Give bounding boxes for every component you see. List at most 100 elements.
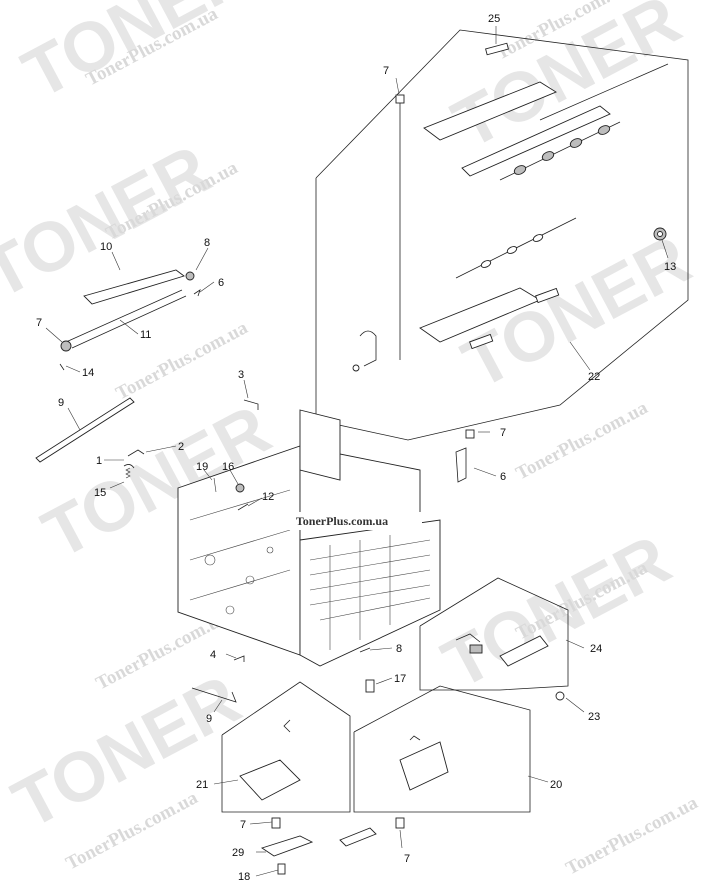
part-19-gear [235, 483, 245, 493]
callout-10: 7 [36, 317, 42, 329]
part-22-pin [213, 477, 217, 493]
screw-7-right [465, 429, 475, 439]
callout-16: 13 [664, 261, 676, 273]
watermark-brand: TONER [0, 660, 252, 843]
part-14-roller [65, 289, 183, 343]
frame-internals [189, 489, 431, 650]
part-3-bracket [243, 399, 259, 410]
callout-13: 10 [100, 241, 112, 253]
outline-group-24 [221, 681, 351, 813]
callout-2: 2 [178, 441, 184, 453]
part-12-rail [35, 397, 135, 463]
callout-7: 7 [404, 853, 410, 865]
callout-9: 9 [206, 713, 212, 725]
part-17-pin [59, 363, 65, 371]
callout-29: 29 [232, 847, 244, 859]
roller [513, 165, 527, 175]
screw [352, 364, 360, 372]
watermark-site: TonerPlus.com.ua [512, 397, 651, 484]
outline-group-23 [353, 685, 531, 813]
outline-group-27 [419, 577, 569, 691]
part-29-plate [260, 835, 314, 857]
left-parts [35, 269, 259, 479]
part-21-screw [277, 863, 286, 875]
callout-11: 8 [204, 237, 210, 249]
part-23-clip [409, 735, 421, 741]
group-23-parts [395, 735, 449, 829]
callout-7: 7 [500, 427, 506, 439]
watermark-layer: TONER TONER TONER TONER TONER TONER TONE… [0, 0, 702, 879]
tray-tag [469, 333, 494, 350]
callout-4: 4 [210, 649, 216, 661]
callout-17: 14 [82, 367, 94, 379]
screw-7-bottom-right [395, 817, 405, 829]
part-2-bracket [127, 449, 145, 457]
callout-24: 21 [196, 779, 208, 791]
upper-plate [423, 81, 557, 141]
sensor-block [469, 644, 483, 654]
upper-assembly [352, 42, 669, 372]
gear-16-hub [657, 231, 663, 237]
roller-bar-upper [461, 105, 611, 177]
part-8 [359, 647, 371, 653]
watermark-site: TonerPlus.com.ua [562, 792, 701, 879]
part-24-clip [283, 719, 291, 733]
callout-26: 23 [588, 711, 600, 723]
part-15 [237, 503, 249, 511]
callout-18: 15 [94, 487, 106, 499]
roller [532, 234, 544, 242]
callout-3: 3 [238, 369, 244, 381]
callout-27: 24 [590, 643, 602, 655]
screw-7-bottom-left [271, 817, 281, 829]
leader-lines [45, 26, 669, 877]
callout-20: 17 [394, 673, 406, 685]
callout-12: 9 [58, 397, 64, 409]
part-5-spring [193, 289, 201, 297]
part-11-gear [185, 271, 195, 281]
part-24-block [239, 759, 301, 801]
part-20-screw [365, 679, 375, 693]
frame-rear-tab [299, 409, 341, 481]
screw-7-top [395, 94, 405, 104]
part-29-board [339, 827, 377, 847]
part-10-gear [60, 340, 72, 352]
group-27-parts [455, 633, 549, 667]
callout-15: 12 [262, 491, 274, 503]
part-18-spring [125, 467, 131, 479]
callout-6: 6 [500, 471, 506, 483]
part-23-block [399, 741, 449, 791]
callout-14: 11 [140, 329, 151, 341]
sensor-arm [455, 633, 481, 643]
part-26-screw [555, 691, 565, 701]
callout-19: 16 [222, 461, 234, 473]
callout-22: 19 [196, 461, 208, 473]
roller [506, 246, 518, 254]
roller [569, 138, 583, 148]
callout-8: 8 [396, 643, 402, 655]
callout-23: 20 [550, 779, 562, 791]
callout-28: 25 [488, 13, 500, 25]
callouts: 25 7 10 8 6 7 11 14 13 22 3 9 1 2 15 7 6… [36, 13, 676, 883]
part-9-lever [191, 687, 237, 703]
part-13-bar [83, 269, 185, 305]
callout-7: 7 [383, 65, 389, 77]
part-6-bracket [455, 447, 467, 483]
roller [597, 125, 611, 135]
part-1-lever [123, 464, 135, 469]
roller [480, 260, 492, 268]
part-28-label [485, 42, 509, 56]
callout-5: 6 [218, 277, 224, 289]
sensor-plate [499, 635, 549, 667]
shaft [539, 63, 669, 121]
callout-21: 18 [238, 871, 250, 883]
group-24-parts [239, 719, 377, 875]
roller [541, 151, 555, 161]
part-4-bracket [233, 655, 245, 662]
center-watermark-label: TonerPlus.com.ua [262, 512, 422, 530]
lever [359, 330, 377, 367]
callout-25: 22 [588, 371, 600, 383]
main-frame [177, 409, 565, 703]
part-14-roller-edge [71, 295, 187, 349]
callout-1: 1 [96, 455, 102, 467]
